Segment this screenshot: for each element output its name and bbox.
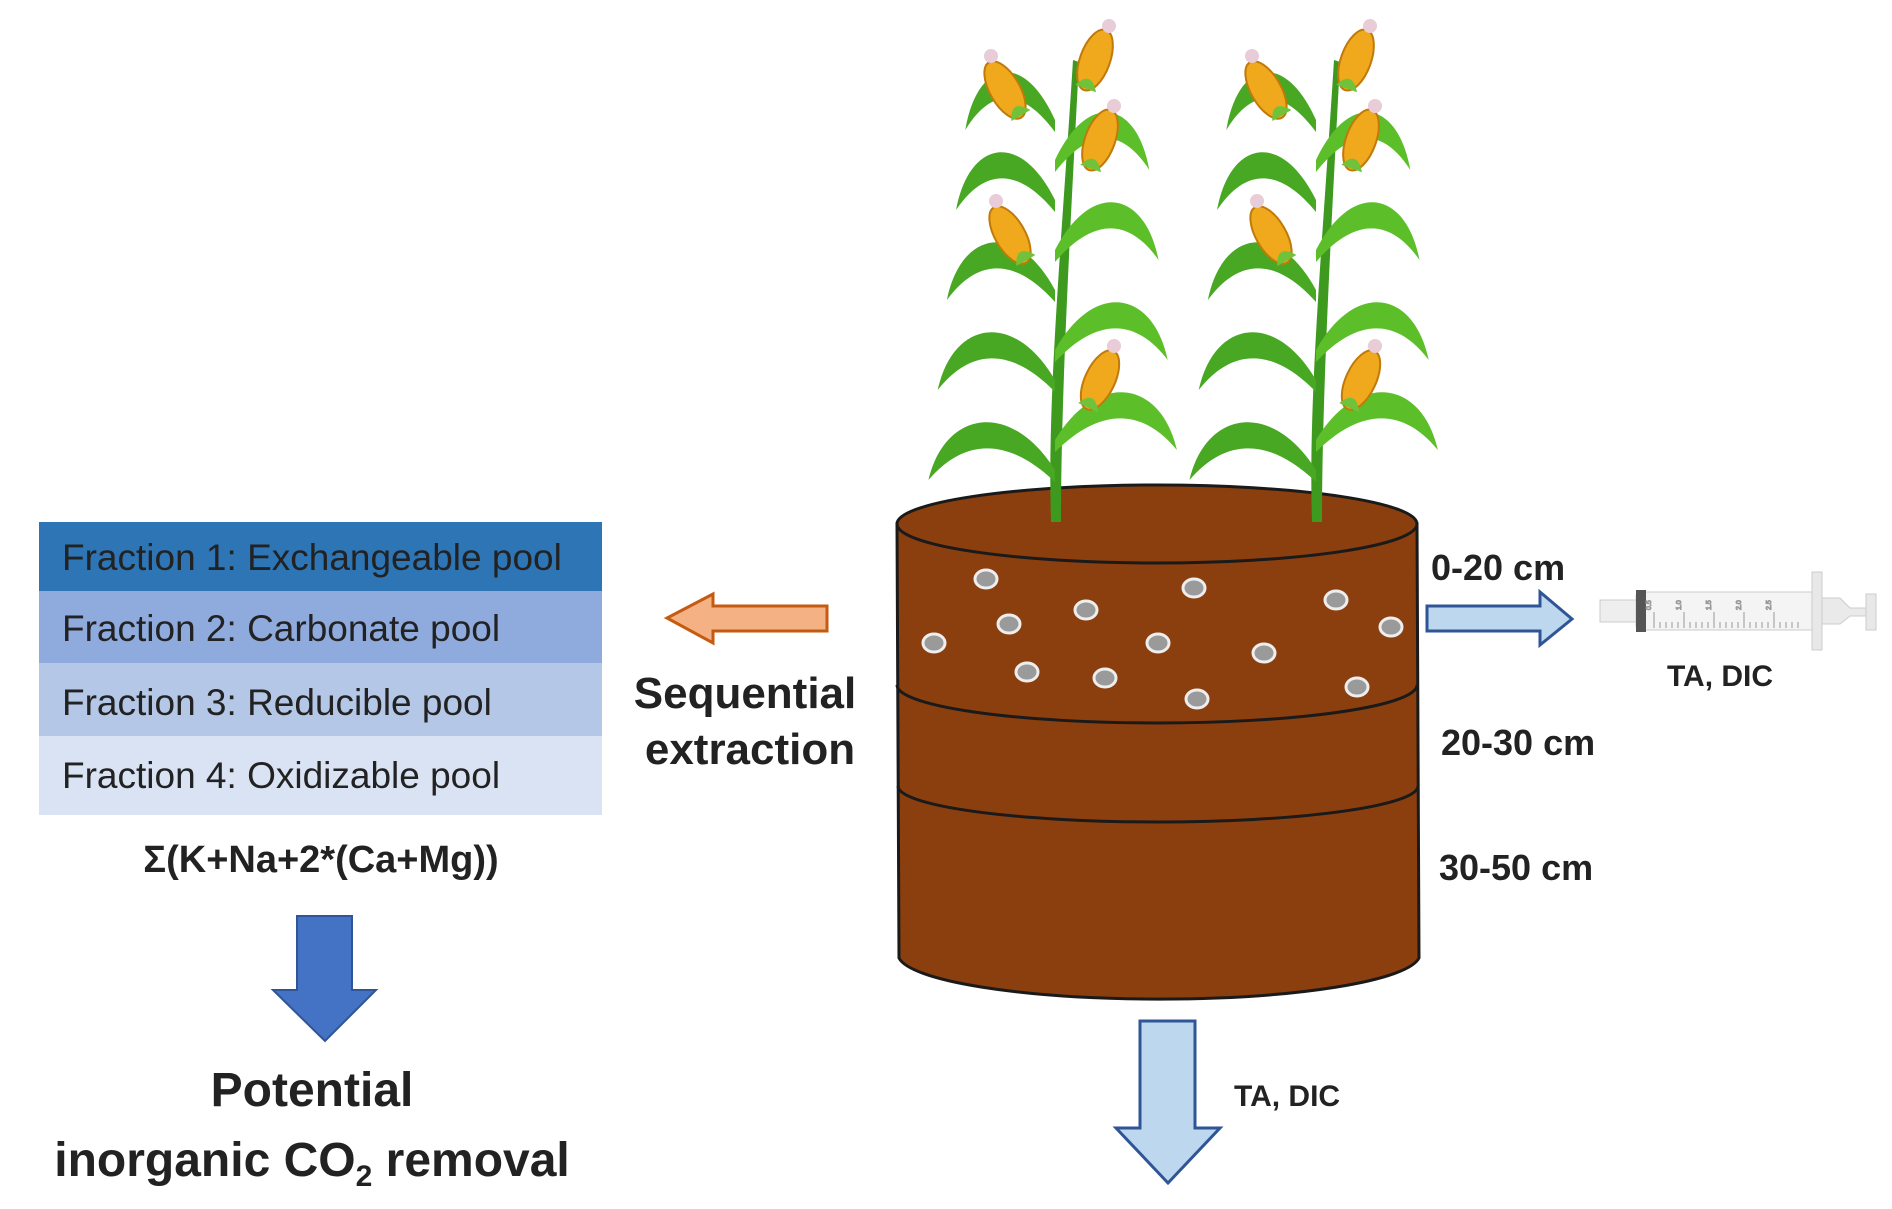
syringe-label: TA, DIC xyxy=(1667,660,1773,693)
sampler-dot xyxy=(973,568,999,590)
sampler-dot xyxy=(1344,676,1370,698)
sampler-dot xyxy=(1251,642,1277,664)
soil-column xyxy=(895,483,1421,1001)
fraction-label: Fraction 1: Exchangeable pool xyxy=(62,537,562,578)
sampler-dot xyxy=(1014,661,1040,683)
fraction-table: Fraction 1: Exchangeable pool Fraction 2… xyxy=(39,522,602,815)
depth-label: 0-20 cm xyxy=(1431,547,1565,588)
layer-boundary xyxy=(895,684,1419,725)
sampler-dot xyxy=(1378,616,1404,638)
right-arrow-icon xyxy=(1425,588,1575,649)
left-arrow-icon xyxy=(663,591,829,646)
sampler-dot xyxy=(1184,688,1210,710)
syringe-icon: 0.5 1.0 1.5 2.0 2.5 xyxy=(1599,571,1877,651)
sampler-dot xyxy=(996,613,1022,635)
soil-sampler-dots xyxy=(921,568,1404,710)
sampler-dot xyxy=(1323,589,1349,611)
depth-label: 30-50 cm xyxy=(1439,847,1593,888)
syringe-tick-label: 1.0 xyxy=(1676,600,1683,610)
leachate-label: TA, DIC xyxy=(1234,1080,1340,1113)
sampler-dot xyxy=(1181,577,1207,599)
syringe-tick-label: 2.0 xyxy=(1736,600,1743,610)
fraction-label: Fraction 2: Carbonate pool xyxy=(62,608,500,649)
depth-label: 20-30 cm xyxy=(1441,722,1595,763)
sampler-dot xyxy=(921,632,947,654)
layer-boundary xyxy=(896,785,1420,824)
formula: Σ(K+Na+2*(Ca+Mg)) xyxy=(143,839,498,881)
fraction-label: Fraction 3: Reducible pool xyxy=(62,682,492,723)
fraction-row-4 xyxy=(39,736,602,815)
corn-plant-icon xyxy=(928,19,1177,522)
sampler-dot xyxy=(1092,667,1118,689)
extraction-line1: Sequential xyxy=(634,669,857,718)
corn-plants xyxy=(928,19,1438,522)
corn-plant-icon xyxy=(1189,19,1438,522)
leachate-down-arrow-icon xyxy=(1112,1019,1224,1186)
fraction-row-1 xyxy=(39,522,602,591)
outcome-line2: inorganic CO2 removal xyxy=(54,1134,569,1193)
extraction-line2: extraction xyxy=(645,725,855,774)
fraction-row-3 xyxy=(39,663,602,736)
down-arrow-icon xyxy=(270,915,379,1043)
outcome-line1: Potential xyxy=(211,1064,414,1117)
fraction-row-2 xyxy=(39,591,602,663)
syringe-tick-label: 2.5 xyxy=(1766,600,1773,610)
fraction-label: Fraction 4: Oxidizable pool xyxy=(62,755,500,796)
sampler-dot xyxy=(1073,599,1099,621)
syringe-tick-label: 1.5 xyxy=(1706,600,1713,610)
syringe-tick-label: 0.5 xyxy=(1646,600,1653,610)
sampler-dot xyxy=(1145,632,1171,654)
